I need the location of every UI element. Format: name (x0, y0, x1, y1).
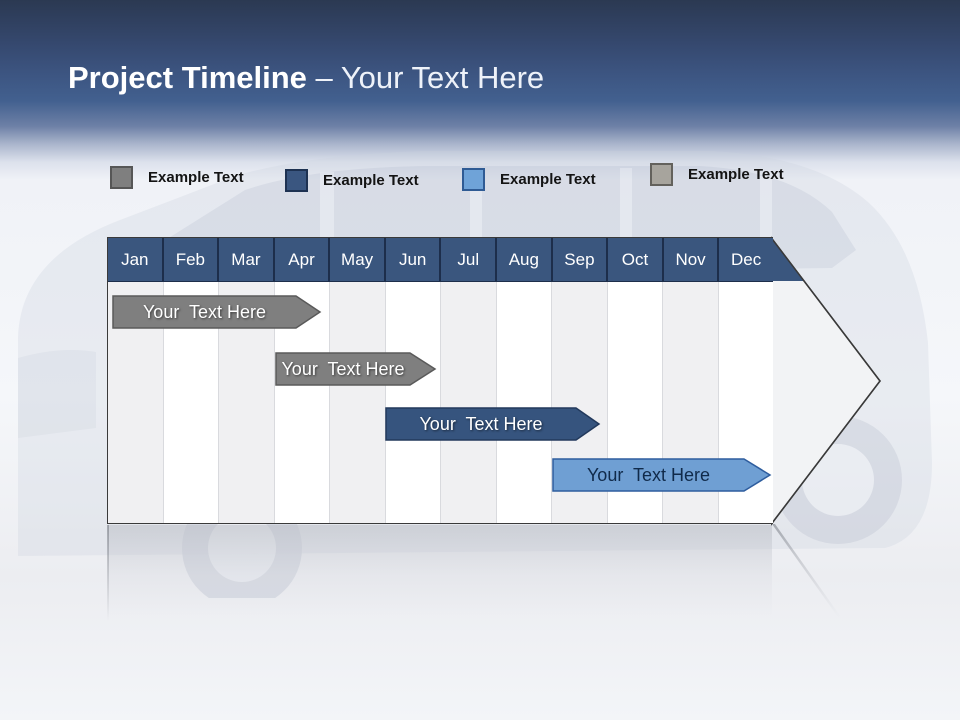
bar-arrow-shape (552, 458, 772, 492)
legend-item: Example Text (285, 169, 419, 192)
timeline-bar-2: Your Text Here (275, 352, 437, 386)
timeline-grid (108, 282, 773, 523)
table-reflection (108, 525, 772, 617)
month-cell-oct: Oct (606, 238, 662, 281)
grid-column (329, 282, 385, 523)
legend-label: Example Text (148, 169, 244, 186)
month-cell-mar: Mar (217, 238, 273, 281)
month-cell-jan: Jan (121, 249, 149, 269)
month-cell-dec: Dec (717, 238, 773, 281)
month-cell-nov: Nov (661, 238, 718, 281)
month-header-row: Jan Feb Mar Apr May Jun Jul Aug Sep Oct … (108, 238, 773, 282)
grid-column (440, 282, 496, 523)
legend-label: Example Text (323, 172, 419, 189)
page-title: Project Timeline – Your Text Here (68, 58, 544, 98)
grid-column (495, 282, 551, 523)
bar-arrow-shape (385, 407, 601, 441)
month-cell-jul: Jul (439, 238, 495, 281)
bar-arrow-shape (275, 352, 437, 386)
title-main: Project Timeline (68, 60, 307, 95)
legend-swatch-lightblue (462, 168, 485, 191)
bar-label: Your Text Here (281, 358, 405, 379)
bar-label: Your Text Here (586, 464, 711, 485)
month-cell-jun: Jun (383, 238, 440, 281)
legend-label: Example Text (500, 171, 596, 188)
month-cell-apr: Apr (272, 238, 329, 281)
legend-swatch-gray (110, 166, 133, 189)
legend-swatch-warmgray (650, 163, 673, 186)
month-cell-sep: Sep (550, 238, 607, 281)
bar-label: Your Text Here (142, 301, 267, 322)
legend-item: Example Text (650, 163, 784, 186)
legend-label: Example Text (688, 166, 784, 183)
legend-item: Example Text (462, 168, 596, 191)
month-cell-feb: Feb (161, 238, 218, 281)
grid-column (384, 282, 440, 523)
month-cell-may: May (328, 238, 384, 281)
bar-arrow-shape (112, 295, 322, 329)
bar-label: Your Text Here (419, 413, 543, 434)
month-cell-aug: Aug (495, 238, 551, 281)
left-edge-reflection (107, 525, 109, 621)
timeline-bar-3: Your Text Here (385, 407, 601, 441)
title-subtitle: – Your Text Here (306, 60, 545, 95)
timeline-bar-1: Your Text Here (112, 295, 322, 329)
arrow-tip-reflection (772, 524, 853, 634)
timeline-bar-4: Your Text Here (552, 458, 772, 492)
timeline-table: Jan Feb Mar Apr May Jun Jul Aug Sep Oct … (107, 237, 773, 524)
legend-swatch-darkblue (285, 169, 308, 192)
timeline-arrow-tip (771, 236, 881, 526)
legend-item: Example Text (110, 166, 244, 189)
